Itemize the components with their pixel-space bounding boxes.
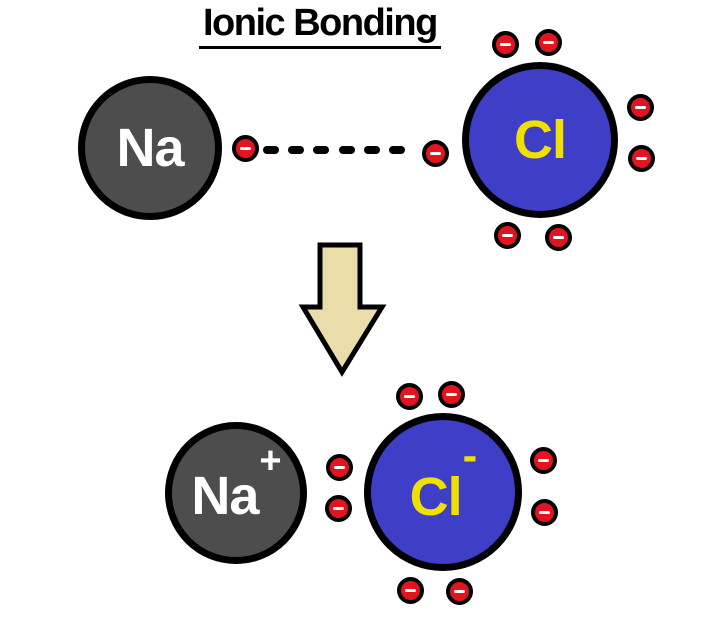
minus-icon: [553, 236, 564, 239]
dash-segment: [313, 146, 330, 154]
minus-icon: [538, 459, 549, 462]
electron-icon: [438, 381, 465, 408]
minus-icon: [636, 157, 647, 160]
sodium-ion: Na+: [165, 422, 307, 564]
minus-icon: [334, 466, 345, 469]
chlorine-atom: Cl: [462, 62, 618, 218]
sodium-ion-symbol: Na+: [191, 442, 281, 526]
sodium-atom: Na: [78, 76, 222, 220]
electron-transfer-dashed-line: [263, 146, 405, 154]
sodium-symbol: Na: [191, 465, 259, 526]
electron-icon: [326, 454, 353, 481]
minus-icon: [404, 395, 415, 398]
electron-icon: [628, 145, 655, 172]
dash-segment: [388, 146, 405, 154]
electron-icon: [530, 447, 557, 474]
minus-icon: [543, 41, 554, 44]
electron-icon: [531, 499, 558, 526]
electron-icon: [446, 578, 473, 605]
chloride-ion: Cl-: [364, 413, 522, 571]
dash-segment: [363, 146, 380, 154]
electron-icon: [535, 29, 562, 56]
dash-segment: [338, 146, 355, 154]
electron-icon: [422, 140, 449, 167]
sodium-charge: +: [259, 439, 281, 482]
electron-icon: [494, 222, 521, 249]
electron-icon: [492, 31, 519, 58]
minus-icon: [454, 590, 465, 593]
chlorine-symbol: Cl: [409, 467, 463, 527]
electron-icon: [545, 224, 572, 251]
minus-icon: [240, 147, 251, 150]
sodium-symbol: Na: [116, 118, 184, 178]
page-title: Ionic Bonding: [199, 3, 441, 49]
electron-icon: [396, 383, 423, 410]
minus-icon: [539, 511, 550, 514]
minus-icon: [405, 589, 416, 592]
down-arrow-icon: [298, 242, 387, 377]
minus-icon: [500, 43, 511, 46]
electron-icon: [232, 135, 259, 162]
chloride-ion-symbol: Cl-: [409, 434, 478, 527]
chlorine-symbol: Cl: [514, 110, 567, 170]
minus-icon: [333, 507, 344, 510]
dash-segment: [263, 146, 279, 154]
minus-icon: [430, 152, 441, 155]
dash-segment: [288, 146, 305, 154]
minus-icon: [446, 393, 457, 396]
electron-icon: [397, 577, 424, 604]
minus-icon: [635, 106, 646, 109]
chloride-charge: -: [462, 431, 478, 480]
electron-icon: [627, 94, 654, 121]
electron-icon: [325, 495, 352, 522]
minus-icon: [502, 234, 513, 237]
